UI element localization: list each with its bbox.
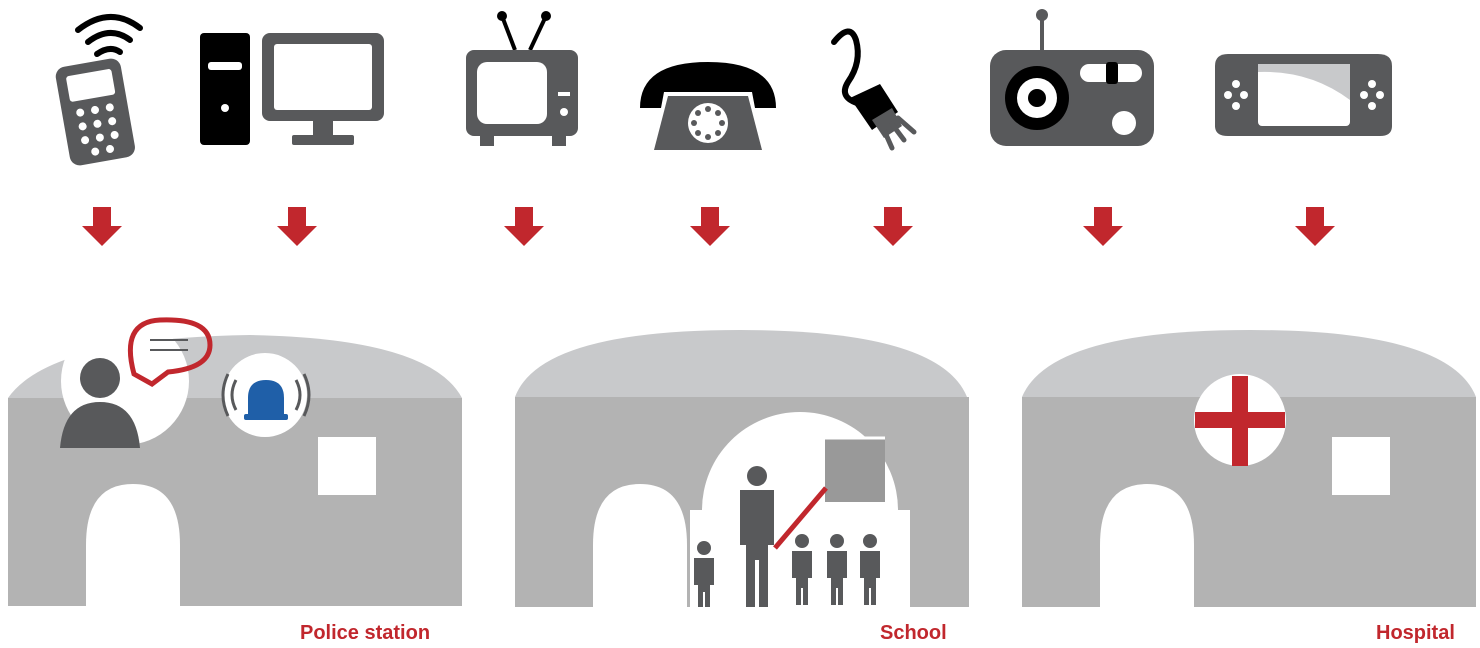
power-plug-icon	[831, 28, 917, 151]
down-arrow-icon	[277, 207, 317, 246]
speech-person-icon	[60, 317, 213, 448]
down-arrow-icon	[1083, 207, 1123, 246]
arrows	[82, 207, 1335, 246]
down-arrow-icon	[690, 207, 730, 246]
school-label: School	[880, 622, 947, 644]
radio-icon	[990, 9, 1154, 146]
police-station-label: Police station	[300, 622, 431, 644]
police-station-building	[8, 317, 462, 606]
down-arrow-icon	[1295, 207, 1335, 246]
handheld-game-console-icon	[1215, 54, 1392, 136]
teacher-with-students-icon	[694, 436, 885, 607]
down-arrow-icon	[82, 207, 122, 246]
telephone-icon	[640, 62, 776, 150]
red-cross-icon	[1195, 376, 1285, 466]
desktop-computer-icon	[200, 33, 384, 145]
mobile-phone-icon	[55, 14, 143, 166]
hospital-label: Hospital	[1376, 622, 1455, 644]
siren-icon	[221, 373, 311, 420]
school-building	[515, 330, 969, 608]
down-arrow-icon	[504, 207, 544, 246]
television-icon	[466, 11, 578, 146]
down-arrow-icon	[873, 207, 913, 246]
hospital-building	[1022, 330, 1476, 607]
